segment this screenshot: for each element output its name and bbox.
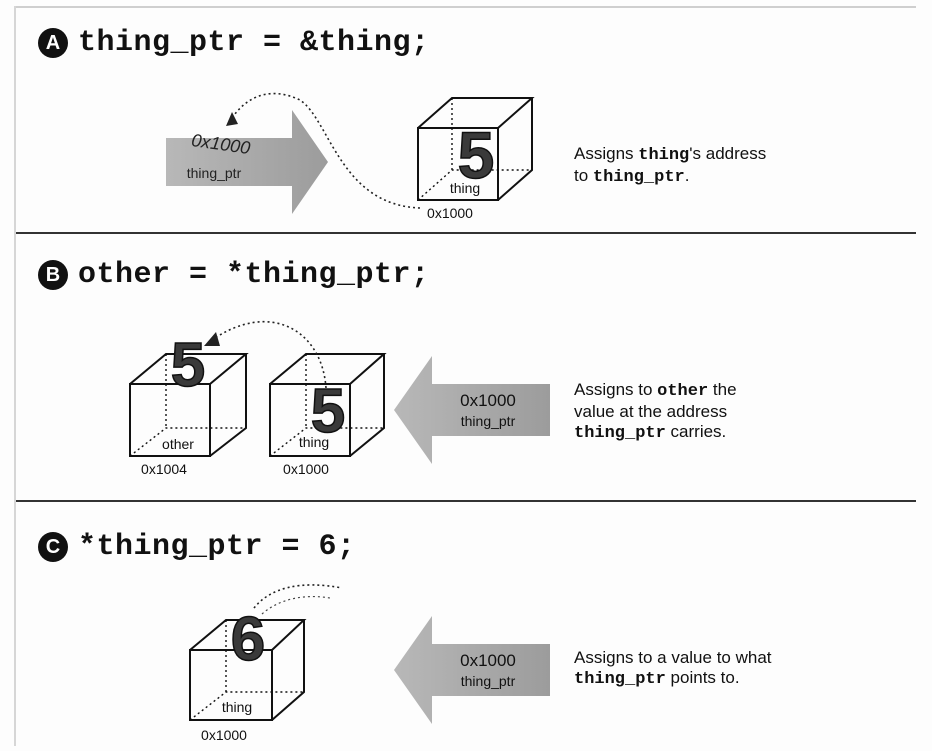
section-b-other-box [129,353,249,457]
desc-b-text-3: carries. [665,422,727,441]
section-b-other-name: other [162,436,194,452]
section-b-description: Assigns to other the value at the addres… [574,380,737,444]
section-a-box-value: 5 [458,118,495,192]
section-b-pointer-arrow [394,356,550,464]
section-b-thing-name: thing [299,434,329,450]
desc-b-code-other: other [657,382,709,401]
frame-left-edge [14,6,16,746]
section-b-thing-box [269,353,387,457]
section-b-arrow-value: 0x1000 [460,391,516,410]
desc-c-code-thing-ptr: thing_ptr [574,670,666,689]
section-a-dotted-link [231,92,421,209]
frame-top-edge [16,6,916,8]
desc-b-line-2: value at the address [574,402,728,421]
section-c-box-address: 0x1000 [201,727,247,743]
section-c-thing-box [189,619,307,721]
section-b-thing-value: 5 [311,377,345,446]
section-b-arrow-name: thing_ptr [461,413,516,429]
section-c-box-value: 6 [231,605,265,674]
section-a-thing-box [417,97,535,201]
desc-a-text-2: 's address [689,144,767,163]
desc-a-text-3: to [574,166,593,185]
section-a-code: thing_ptr = &thing; [78,26,430,60]
section-c-arrow-name: thing_ptr [461,673,516,689]
section-c-box-name: thing [222,699,252,715]
section-c-badge: C [38,532,68,562]
section-c-description: Assigns to a value to what thing_ptr poi… [574,648,772,690]
section-c-code: *thing_ptr = 6; [78,530,356,564]
section-a-box-name: thing [450,180,480,196]
divider-b-c [16,500,916,502]
desc-a-code-thing-ptr: thing_ptr [592,168,685,187]
section-c-motion-line-2 [261,595,331,615]
section-b-heading: B other = *thing_ptr; [38,258,430,292]
section-b-thing-address: 0x1000 [283,461,329,477]
section-a-link-arrowhead [226,112,238,126]
section-b-copy-arrowhead [204,332,220,346]
desc-a-code-thing: thing [638,146,690,165]
divider-a-b [16,232,916,234]
section-a-box-address: 0x1000 [427,205,473,221]
desc-c-line-1: Assigns to a value to what [574,648,772,667]
section-a-badge: A [38,28,68,58]
section-a-heading: A thing_ptr = &thing; [38,26,430,60]
section-c-arrow-value: 0x1000 [460,651,516,670]
desc-a-text: Assigns [574,144,639,163]
section-c-heading: C *thing_ptr = 6; [38,530,356,564]
section-c-pointer-arrow [394,616,550,724]
section-b-code: other = *thing_ptr; [78,258,430,292]
desc-b-text: Assigns to [574,380,658,399]
section-a-description: Assigns thing's address to thing_ptr. [574,144,766,188]
section-b-other-value: 5 [171,331,205,400]
desc-b-code-thing-ptr: thing_ptr [574,424,666,443]
desc-b-text-2: the [708,380,737,399]
section-a-arrow-name: thing_ptr [187,165,242,181]
section-c-motion-line [253,584,343,609]
section-b-badge: B [38,260,68,290]
desc-a-text-4: . [684,166,690,185]
section-a-pointer-arrow [166,110,328,214]
section-b-other-address: 0x1004 [141,461,187,477]
desc-c-text: points to. [665,668,740,687]
